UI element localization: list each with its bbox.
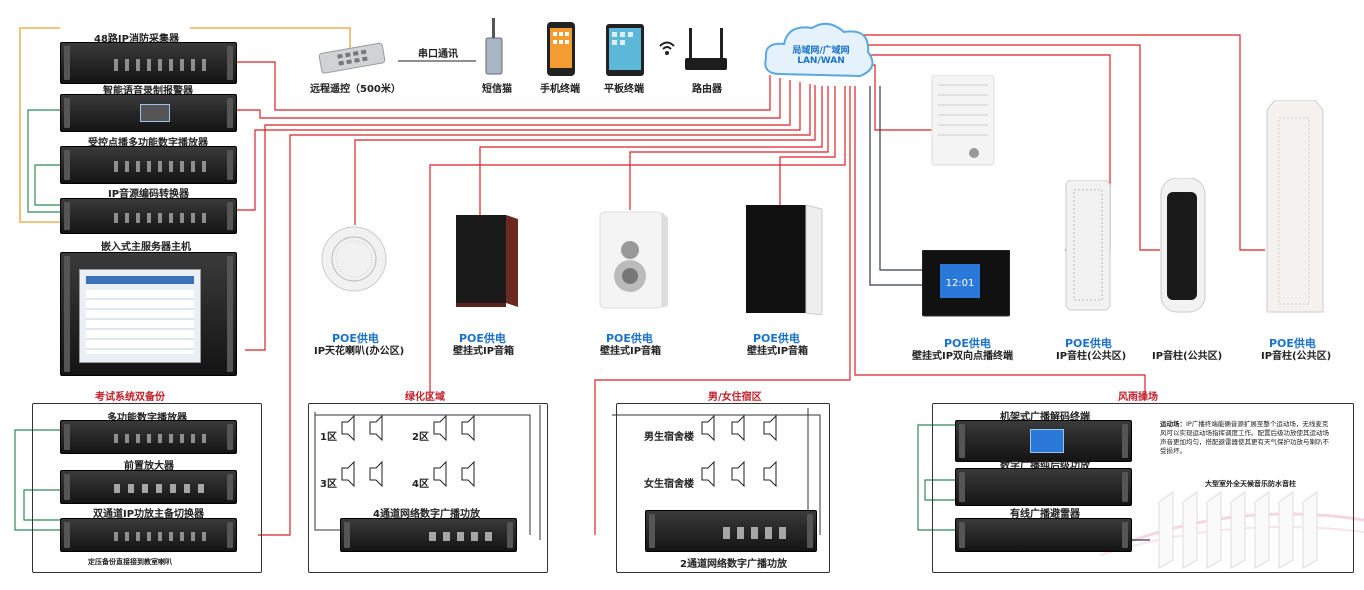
speaker2-poe: POE供电 (459, 332, 506, 345)
dorm-amp-unit (645, 510, 817, 552)
arrester-unit (955, 518, 1132, 552)
speaker8-poe: POE供电 (1269, 337, 1316, 350)
recorder-label: 智能语音录制报警器 (103, 86, 193, 97)
outdoor-columns-image (1158, 491, 1318, 569)
sports-amp-label: 数字广播纯后级功放 (1000, 461, 1090, 472)
wall-speaker-wood-image (456, 215, 520, 307)
router-image (683, 28, 729, 74)
exam-player-unit (60, 420, 237, 454)
tablet-label: 平板终端 (604, 84, 644, 95)
server-screen (79, 269, 201, 363)
server-label: 嵌入式主服务器主机 (101, 242, 191, 253)
ip-terminal-image: 12:01 (921, 249, 1011, 318)
exam-zone (32, 403, 262, 573)
speaker7-label: IP音柱(公共区) (1152, 351, 1223, 362)
router-label: 路由器 (692, 84, 722, 95)
speaker8-label: IP音柱(公共区) (1261, 351, 1332, 362)
speaker3-poe: POE供电 (606, 332, 653, 345)
green-horn-speakers (341, 414, 475, 487)
speaker6-label: IP音柱(公共区) (1056, 351, 1127, 362)
recorder-unit (60, 94, 237, 132)
switcher-label: 双通道IP功放主备切换器 (93, 509, 205, 520)
speaker6-poe: POE供电 (1065, 337, 1112, 350)
speaker5-label: 壁挂式IP双向点播终端 (912, 351, 1014, 362)
dorm-zone (616, 403, 830, 573)
exam-player-label: 多功能数字播放器 (107, 413, 187, 424)
dorm-female: 女生宿舍楼 (644, 479, 694, 490)
green-zone1: 1区 (320, 432, 337, 443)
sports-desc-body: IP广播终端能确音源扩展至整个运动场，无线麦克风可以实现运动场指挥调度工作。配置… (1160, 420, 1329, 455)
encoder-unit (60, 198, 237, 234)
fire-collector-unit (60, 42, 237, 84)
dorm-title: 男/女住宿区 (708, 392, 762, 403)
green-amp-unit (340, 518, 517, 552)
green-zone3: 3区 (320, 479, 337, 490)
speaker2-label: 壁挂式IP音箱 (453, 346, 515, 357)
phone-label: 手机终端 (540, 84, 580, 95)
fire-collector-label: 48路IP消防采集器 (94, 34, 179, 45)
speaker4-poe: POE供电 (753, 332, 800, 345)
decoder-unit (955, 420, 1132, 462)
preamp-label: 前置放大器 (124, 461, 174, 472)
wall-speaker-white-image (598, 210, 668, 310)
serial-arrow-icon (398, 60, 476, 62)
sports-amp-unit (955, 468, 1132, 506)
dorm-amp-label: 2通道网络数字广播功放 (680, 559, 787, 570)
player-label: 受控点播多功能数字播放器 (88, 138, 208, 149)
sports-desc-title: 运动场： (1160, 420, 1186, 428)
column-speaker2-image (1155, 177, 1213, 314)
serial-label: 串口通讯 (418, 49, 458, 60)
remote-control-image (318, 38, 388, 76)
dorm-male: 男生宿舍楼 (644, 432, 694, 443)
wifi-icon (658, 40, 676, 60)
sports-zone (932, 403, 1354, 573)
sports-title: 风雨操场 (1118, 392, 1158, 403)
sports-desc: 运动场：IP广播终端能确音源扩展至整个运动场，无线麦克风可以实现运动场指挥调度工… (1160, 420, 1332, 456)
decoder-label: 机架式广播解码终端 (1000, 412, 1090, 423)
exam-title: 考试系统双备份 (95, 392, 165, 403)
preamp-unit (60, 470, 237, 504)
cloud-line1: 局域网/广域网 (792, 46, 850, 56)
column-speaker1-image (1060, 179, 1118, 312)
sms-label: 短信猫 (482, 84, 512, 95)
speaker1-poe: POE供电 (332, 332, 379, 345)
speaker5-poe: POE供电 (944, 337, 991, 350)
speaker4-label: 壁挂式IP音箱 (747, 346, 809, 357)
switcher-unit (60, 518, 237, 552)
column-speaker3-image (1265, 99, 1325, 315)
svg-text:12:01: 12:01 (946, 278, 975, 289)
arrester-label: 有线广播避雷器 (1010, 509, 1080, 520)
speaker3-label: 壁挂式IP音箱 (600, 346, 662, 357)
exam-note: 定压备份直接接到教室喇叭 (88, 558, 172, 566)
cloud-icon (760, 18, 880, 84)
player-unit (60, 146, 237, 184)
green-zone2: 2区 (412, 432, 429, 443)
remote-label: 远程遥控（500米） (310, 84, 401, 95)
ceiling-speaker-image (320, 225, 388, 293)
speaker1-label: IP天花喇叭(办公区) (314, 346, 405, 357)
cloud-line2: LAN/WAN (797, 56, 845, 66)
phone-image (546, 22, 576, 76)
wall-speaker-black-image (744, 204, 824, 316)
green-title: 绿化区域 (405, 392, 445, 403)
tablet-image (606, 24, 644, 76)
green-amp-label: 4通道网络数字广播功放 (373, 509, 480, 520)
wall-speaker-top-image (930, 74, 1000, 167)
columns-label: 大型室外全天候音乐防水音柱 (1205, 480, 1296, 488)
green-zone (308, 403, 548, 573)
green-zone4: 4区 (412, 479, 429, 490)
dorm-horn-speakers (701, 414, 777, 487)
server-unit (60, 252, 237, 376)
encoder-label: IP音源编码转换器 (108, 189, 190, 200)
sms-modem-image (483, 18, 505, 76)
